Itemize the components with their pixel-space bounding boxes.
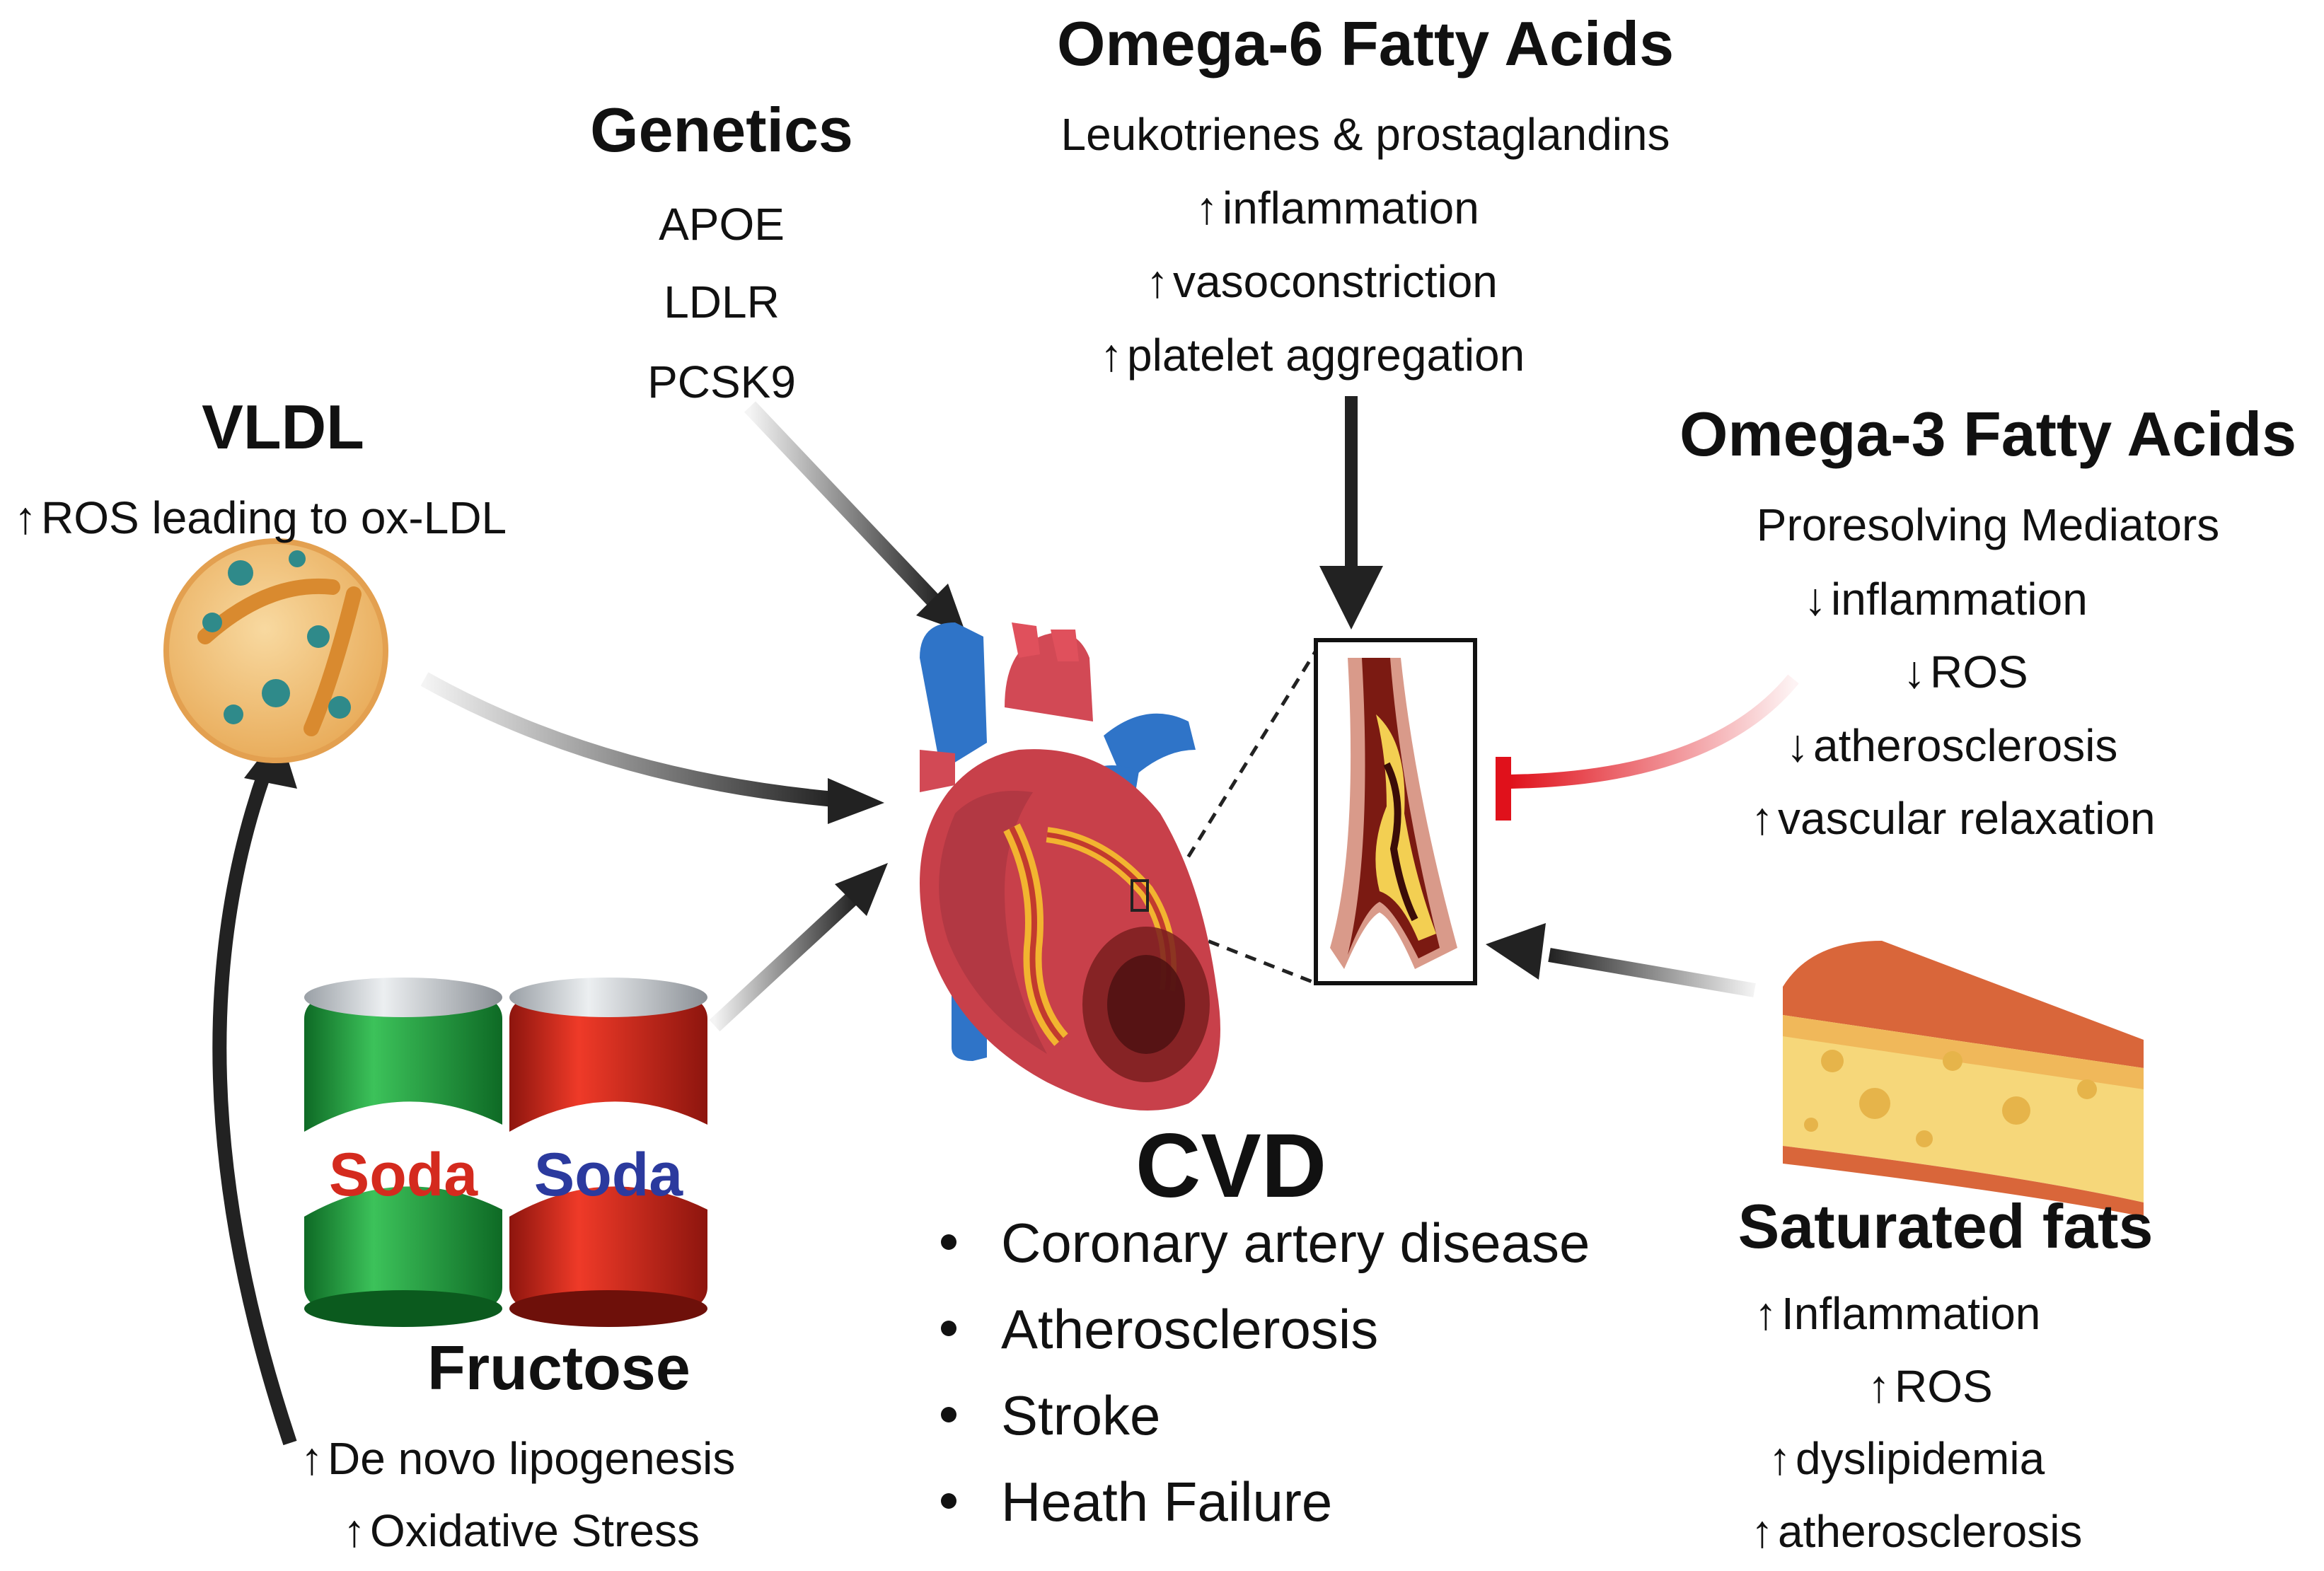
omega3-effect: ↓atherosclerosis xyxy=(1786,720,2118,771)
cvd-item: Atherosclerosis xyxy=(1001,1298,1379,1360)
genetics-item: APOE xyxy=(659,199,785,250)
saturated-title: Saturated fats xyxy=(1738,1191,2154,1261)
omega6-effect: ↑inflammation xyxy=(1196,182,1479,233)
arrow-up-icon: ↑ xyxy=(1146,256,1169,307)
arrow-down-icon: ↓ xyxy=(1903,647,1926,697)
arrow-up-icon: ↑ xyxy=(1769,1433,1791,1484)
arrow-up-icon: ↑ xyxy=(1751,793,1774,844)
omega3-effect: ↓inflammation xyxy=(1804,574,2088,625)
arrow-up-icon: ↑ xyxy=(1751,1506,1774,1557)
arrow-down-icon: ↓ xyxy=(1786,720,1809,771)
saturated-effect: ↑atherosclerosis xyxy=(1751,1506,2083,1557)
arrow-up-icon: ↑ xyxy=(1754,1288,1777,1339)
arrow-up-icon: ↑ xyxy=(343,1505,366,1556)
arrow-up-icon: ↑ xyxy=(1196,182,1218,233)
omega6-effect: ↑platelet aggregation xyxy=(1100,330,1525,381)
saturated-effect: ↑Inflammation xyxy=(1754,1288,2041,1339)
arrow-saturated-to-artery xyxy=(1486,923,1756,997)
vldl-title: VLDL xyxy=(202,392,364,462)
inhibit-omega3-to-artery xyxy=(1496,674,1799,821)
fructose-effect: ↑Oxidative Stress xyxy=(343,1505,700,1556)
omega3-subtitle: Proresolving Mediators xyxy=(1756,499,2220,550)
omega6-effect: ↑vasoconstriction xyxy=(1146,256,1498,307)
bullet-icon xyxy=(941,1493,956,1509)
saturated-effect: ↑ROS xyxy=(1868,1361,1993,1412)
omega3-effect: ↑vascular relaxation xyxy=(1751,793,2156,844)
bullet-icon xyxy=(941,1407,956,1422)
soda-label-green: Soda xyxy=(329,1141,478,1209)
fructose-effect: ↑De novo lipogenesis xyxy=(301,1433,736,1484)
arrow-up-icon: ↑ xyxy=(1868,1361,1890,1412)
genetics-item: PCSK9 xyxy=(647,356,796,407)
arrow-up-icon: ↑ xyxy=(301,1433,323,1484)
omega6-title: Omega-6 Fatty Acids xyxy=(1056,8,1675,79)
arrow-omega6-to-artery xyxy=(1319,393,1383,630)
fructose-title: Fructose xyxy=(427,1333,690,1403)
heart-icon xyxy=(920,622,1220,1111)
omega3-effect: ↓ROS xyxy=(1903,647,2028,697)
zoom-line-top xyxy=(1176,649,1318,875)
cvd-item: Heath Failure xyxy=(1001,1471,1333,1533)
arrow-up-icon: ↑ xyxy=(1100,330,1123,381)
genetics-item: LDLR xyxy=(664,277,780,327)
arrow-fructose-to-vldl xyxy=(212,732,297,1446)
omega6-subtitle: Leukotrienes & prostaglandins xyxy=(1060,109,1670,160)
cvd-item: Stroke xyxy=(1001,1384,1161,1447)
artery-plaque-icon xyxy=(1314,638,1477,985)
cvd-item: Coronary artery disease xyxy=(1001,1212,1590,1274)
arrow-down-icon: ↓ xyxy=(1804,574,1827,625)
bullet-icon xyxy=(941,1234,956,1250)
arrow-fructose-to-heart xyxy=(709,863,888,1032)
arrow-vldl-to-heart xyxy=(420,672,884,824)
soda-label-red: Soda xyxy=(534,1141,683,1209)
saturated-effect: ↑dyslipidemia xyxy=(1769,1433,2045,1484)
arrow-genetics-to-heart xyxy=(744,401,966,633)
omega3-title: Omega-3 Fatty Acids xyxy=(1679,399,2297,469)
bullet-icon xyxy=(941,1321,956,1336)
soda-can-icon: Soda Soda xyxy=(304,978,707,1327)
cheese-icon xyxy=(1783,941,2144,1217)
cvd-title: CVD xyxy=(1135,1115,1327,1217)
lipoprotein-icon xyxy=(163,538,388,763)
arrow-up-icon: ↑ xyxy=(14,492,37,543)
genetics-title: Genetics xyxy=(590,95,853,165)
vldl-effect: ↑ROS leading to ox-LDL xyxy=(14,492,507,543)
